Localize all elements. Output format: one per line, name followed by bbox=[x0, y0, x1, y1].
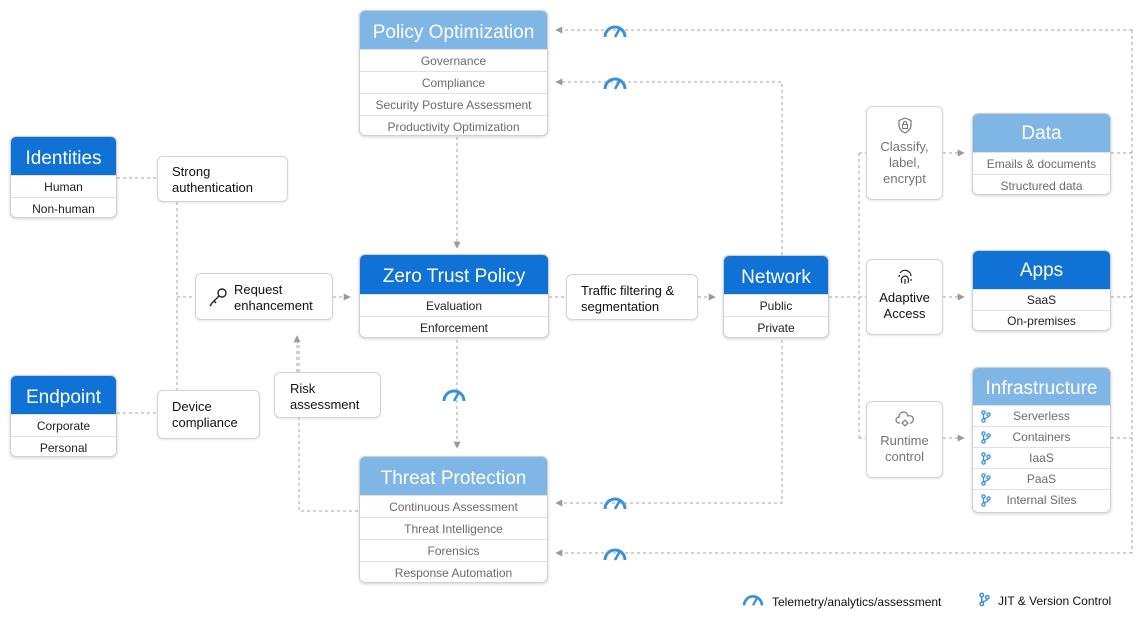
identities-title: Identities bbox=[11, 137, 116, 175]
list-item: Evaluation bbox=[360, 294, 548, 316]
list-item: Internal Sites bbox=[973, 489, 1110, 510]
threat-protection-title: Threat Protection bbox=[360, 457, 547, 495]
classify-line2: label, bbox=[888, 155, 921, 170]
risk-assessment-box: Risk assessment bbox=[274, 372, 381, 418]
list-item: Productivity Optimization bbox=[360, 115, 547, 135]
adaptive-line1: Adaptive bbox=[879, 290, 930, 305]
list-item: Containers bbox=[973, 426, 1110, 447]
list-item: Response Automation bbox=[360, 561, 547, 582]
list-item: Forensics bbox=[360, 539, 547, 561]
list-item: Public bbox=[724, 294, 828, 316]
traffic-line2: segmentation bbox=[581, 299, 660, 314]
apps-title: Apps bbox=[973, 251, 1110, 289]
runtime-line1: Runtime bbox=[880, 433, 929, 448]
gauge-icon bbox=[602, 545, 628, 568]
list-item: IaaS bbox=[973, 447, 1110, 468]
identities-card: Identities Human Non-human bbox=[10, 136, 117, 218]
risk-assessment-line2: assessment bbox=[290, 397, 360, 412]
hand-key-icon bbox=[208, 286, 230, 312]
classify-line1: Classify, bbox=[880, 139, 929, 154]
list-item: Corporate bbox=[11, 414, 116, 436]
gauge-icon bbox=[441, 386, 467, 409]
line-network-tp bbox=[555, 340, 783, 507]
adaptive-line2: Access bbox=[883, 306, 926, 321]
risk-assessment-line1: Risk bbox=[290, 381, 316, 396]
strong-auth-line2: authentication bbox=[172, 180, 253, 195]
branch-icon bbox=[981, 451, 991, 472]
request-enhancement-line1: Request bbox=[234, 282, 283, 297]
infrastructure-title: Infrastructure bbox=[973, 368, 1110, 405]
branch-icon bbox=[979, 592, 990, 610]
list-item: Human bbox=[11, 175, 116, 197]
traffic-line1: Traffic filtering & bbox=[581, 283, 675, 298]
threat-protection-card: Threat Protection Continuous Assessment … bbox=[359, 456, 548, 583]
device-compliance-line1: Device bbox=[172, 399, 212, 414]
gauge-icon bbox=[602, 74, 628, 97]
runtime-control-box: Runtime control bbox=[866, 401, 943, 478]
device-compliance-line2: compliance bbox=[172, 415, 238, 430]
request-enhancement-box: Request enhancement bbox=[195, 273, 333, 320]
policy-optimization-card: Policy Optimization Governance Complianc… bbox=[359, 10, 548, 136]
line-network-po bbox=[555, 78, 783, 255]
list-item-label: Serverless bbox=[1013, 409, 1070, 423]
list-item: Threat Intelligence bbox=[360, 517, 547, 539]
list-item: PaaS bbox=[973, 468, 1110, 489]
traffic-filtering-box: Traffic filtering & segmentation bbox=[566, 274, 698, 320]
cloud-gear-icon bbox=[895, 411, 915, 432]
device-compliance-box: Device compliance bbox=[157, 390, 260, 439]
zero-trust-policy-title: Zero Trust Policy bbox=[360, 255, 548, 294]
request-enhancement-line2: enhancement bbox=[234, 298, 313, 313]
list-item: Enforcement bbox=[360, 316, 548, 337]
network-card: Network Public Private bbox=[723, 255, 829, 338]
list-item: Non-human bbox=[11, 197, 116, 217]
list-item: Serverless bbox=[973, 405, 1110, 426]
list-item: Private bbox=[724, 316, 828, 337]
fingerprint-icon bbox=[896, 268, 914, 290]
list-item: SaaS bbox=[973, 289, 1110, 310]
legend-telemetry: Telemetry/analytics/assessment bbox=[740, 592, 941, 611]
list-item: Continuous Assessment bbox=[360, 495, 547, 517]
branch-icon bbox=[981, 409, 991, 430]
shield-lock-icon bbox=[897, 117, 913, 138]
endpoint-title: Endpoint bbox=[11, 376, 116, 414]
list-item: Personal bbox=[11, 436, 116, 456]
infrastructure-card: Infrastructure Serverless Containers Iaa… bbox=[972, 367, 1111, 513]
list-item: Emails & documents bbox=[973, 152, 1110, 174]
classify-label-encrypt-box: Classify, label, encrypt bbox=[866, 106, 943, 200]
gauge-icon bbox=[602, 22, 628, 45]
list-item-label: Internal Sites bbox=[1006, 493, 1077, 507]
gauge-icon bbox=[602, 494, 628, 517]
list-item-label: Containers bbox=[1012, 430, 1071, 444]
list-item: On-premises bbox=[973, 310, 1110, 330]
classify-line3: encrypt bbox=[883, 171, 926, 186]
adaptive-access-box: Adaptive Access bbox=[866, 259, 943, 335]
list-item: Governance bbox=[360, 49, 547, 71]
branch-icon bbox=[981, 472, 991, 493]
line-tp-risk bbox=[297, 342, 358, 512]
list-item-label: PaaS bbox=[1026, 472, 1057, 486]
runtime-line2: control bbox=[884, 449, 925, 464]
data-title: Data bbox=[973, 114, 1110, 152]
list-item-label: IaaS bbox=[1029, 451, 1054, 465]
legend-telemetry-label: Telemetry/analytics/assessment bbox=[772, 594, 942, 609]
legend-jit: JIT & Version Control bbox=[979, 592, 1111, 610]
zero-trust-policy-card: Zero Trust Policy Evaluation Enforcement bbox=[359, 254, 549, 338]
strong-authentication-box: Strong authentication bbox=[157, 156, 288, 202]
list-item: Compliance bbox=[360, 71, 547, 93]
legend-jit-label: JIT & Version Control bbox=[998, 594, 1112, 608]
list-item: Structured data bbox=[973, 174, 1110, 194]
branch-icon bbox=[981, 493, 991, 512]
endpoint-card: Endpoint Corporate Personal bbox=[10, 375, 117, 457]
data-card: Data Emails & documents Structured data bbox=[972, 113, 1111, 195]
network-title: Network bbox=[724, 256, 828, 294]
strong-auth-line1: Strong bbox=[172, 164, 211, 179]
list-item: Security Posture Assessment bbox=[360, 93, 547, 115]
gauge-icon bbox=[740, 592, 766, 611]
branch-icon bbox=[981, 430, 991, 451]
apps-card: Apps SaaS On-premises bbox=[972, 250, 1111, 331]
policy-optimization-title: Policy Optimization bbox=[360, 11, 547, 49]
